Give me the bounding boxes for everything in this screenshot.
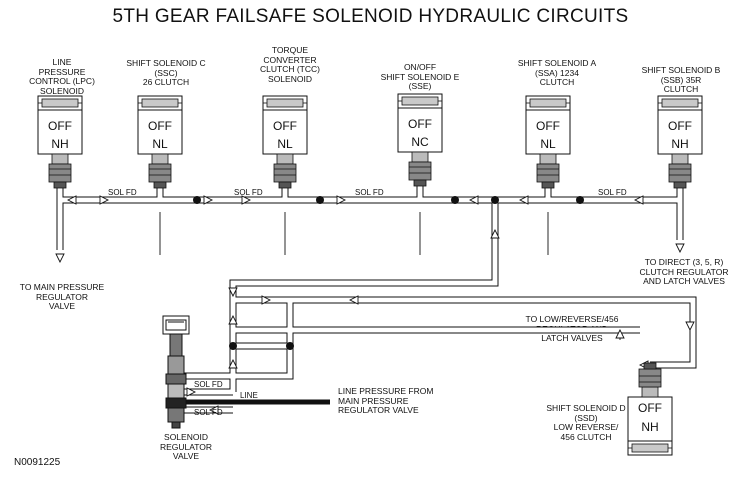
main-pressure-callout: TO MAIN PRESSURE REGULATOR VALVE xyxy=(19,282,105,312)
ssc-solenoid-label: SHIFT SOLENOID C (SSC) 26 CLUTCH xyxy=(126,58,206,88)
junction-dots xyxy=(193,196,584,350)
tcc-solenoid-label: TORQUE CONVERTER CLUTCH (TCC) SOLENOID xyxy=(260,45,320,84)
lpc-solenoid-label: LINE PRESSURE CONTROL (LPC) SOLENOID xyxy=(29,57,95,96)
ssc-type: NL xyxy=(152,137,168,151)
ssd-state: OFF xyxy=(638,401,662,415)
ssa-solenoid: OFF NL xyxy=(525,95,571,189)
solenoid-regulator-label: SOLENOID REGULATOR VALVE xyxy=(159,432,213,462)
sse-solenoid-label: ON/OFF SHIFT SOLENOID E (SSE) xyxy=(380,62,460,92)
ssa-solenoid-label: SHIFT SOLENOID A (SSA) 1234 CLUTCH xyxy=(517,58,597,88)
sol-fd-passages xyxy=(56,183,697,414)
sol-fd-label-6: SOL FD xyxy=(194,408,223,417)
sol-fd-label-3: SOL FD xyxy=(355,188,384,197)
lpc-state: OFF xyxy=(48,119,72,133)
sol-fd-label-4: SOL FD xyxy=(598,188,627,197)
lpc-type: NH xyxy=(51,137,68,151)
ssc-solenoid: OFF NL xyxy=(137,95,183,189)
direct-clutch-callout: TO DIRECT (3, 5, R) CLUTCH REGULATOR AND… xyxy=(639,257,729,287)
ssb-solenoid-label: SHIFT SOLENOID B (SSB) 35R CLUTCH xyxy=(641,65,721,95)
lpc-solenoid: OFF NH xyxy=(37,95,83,189)
ssb-type: NH xyxy=(671,137,688,151)
line-label: LINE xyxy=(240,391,258,400)
sse-type: NC xyxy=(411,135,429,149)
sol-fd-label-1: SOL FD xyxy=(108,188,137,197)
tcc-type: NL xyxy=(277,137,293,151)
ssb-state: OFF xyxy=(668,119,692,133)
ssc-state: OFF xyxy=(148,119,172,133)
sse-state: OFF xyxy=(408,117,432,131)
figure-code: N0091225 xyxy=(14,457,61,468)
sol-fd-label-2: SOL FD xyxy=(234,188,263,197)
ssd-type: NH xyxy=(641,420,658,434)
diagram-title: 5TH GEAR FAILSAFE SOLENOID HYDRAULIC CIR… xyxy=(112,6,629,27)
sse-solenoid: OFF NC xyxy=(397,93,443,187)
solenoid-regulator-valve xyxy=(162,315,190,429)
line-pressure-callout: LINE PRESSURE FROM MAIN PRESSURE REGULAT… xyxy=(338,386,434,416)
sol-fd-label-5: SOL FD xyxy=(194,380,223,389)
ssd-solenoid-label: SHIFT SOLENOID D (SSD) LOW REVERSE/ 456 … xyxy=(546,403,626,442)
tcc-state: OFF xyxy=(273,119,297,133)
ssb-solenoid: OFF NH xyxy=(657,95,703,189)
ssa-state: OFF xyxy=(536,119,560,133)
tcc-solenoid: OFF NL xyxy=(262,95,308,189)
ssa-type: NL xyxy=(540,137,556,151)
